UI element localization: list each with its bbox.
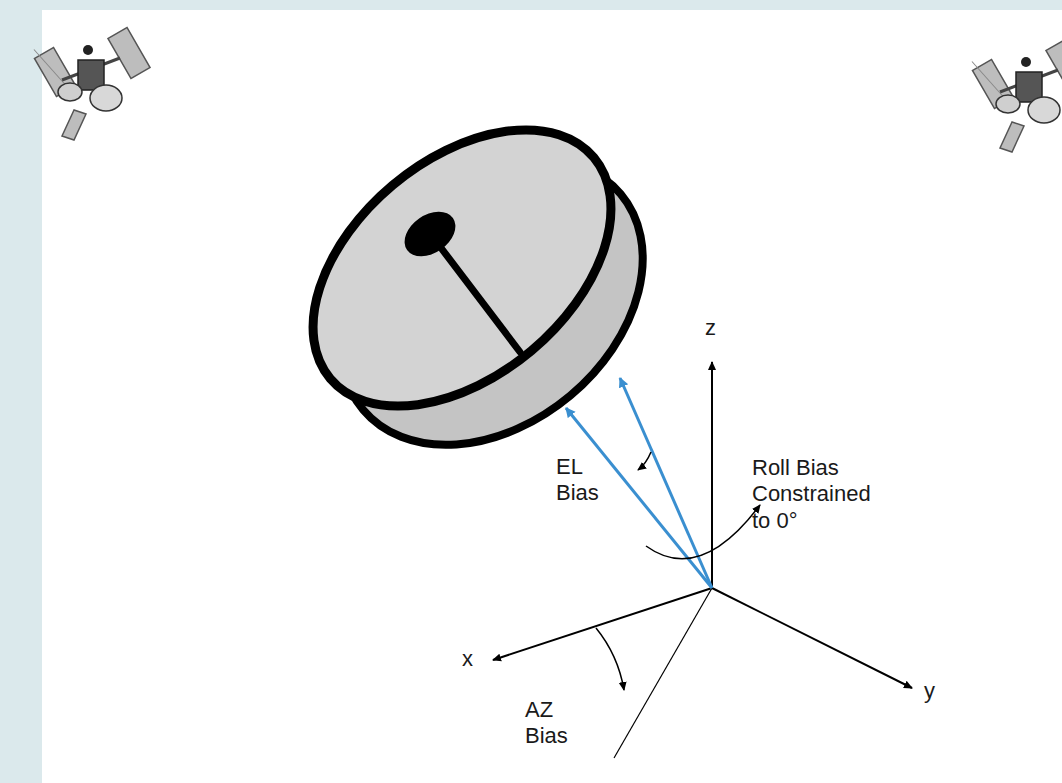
satellite-left xyxy=(34,28,150,140)
axis-label: x xyxy=(462,646,473,672)
axis-label: y xyxy=(924,678,935,704)
bias-label: EL Bias xyxy=(556,454,616,507)
bias-label: AZ Bias xyxy=(525,697,580,750)
axis-label: z xyxy=(705,315,716,341)
dish-antenna xyxy=(261,75,699,504)
bias-label: Roll Bias Constrained to 0° xyxy=(752,455,892,534)
axes xyxy=(493,362,912,758)
bias-arcs xyxy=(596,452,760,690)
satellite-right xyxy=(972,40,1062,152)
